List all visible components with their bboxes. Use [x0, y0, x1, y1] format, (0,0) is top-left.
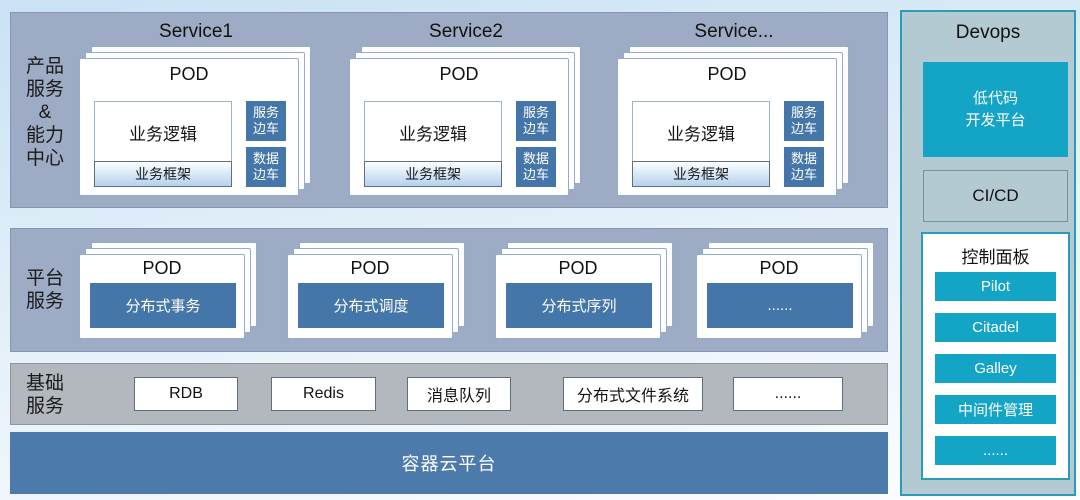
business-framework-label: 业务框架 [94, 161, 232, 187]
sidecar-label-line: 边车 [252, 167, 279, 182]
band1-label-line: 能力 [25, 125, 64, 146]
service-group-3: Service... POD 业务逻辑 业务框架 服务 边车 [617, 13, 851, 209]
cicd-box: CI/CD [923, 170, 1068, 222]
sidecar-label-line: 数据 [252, 151, 279, 166]
band2-label-line: 服务 [25, 291, 64, 312]
sidecar-label-line: 边车 [790, 167, 817, 182]
more-services-box: ...... [707, 283, 853, 328]
devops-panel: Devops 低代码 开发平台 CI/CD 控制面板 Pilot Citadel… [900, 10, 1076, 496]
rdb-box: RDB [134, 377, 238, 411]
business-logic-label: 业务逻辑 [667, 124, 735, 144]
business-framework-label: 业务框架 [632, 161, 770, 187]
more-basic-services-box: ...... [733, 377, 843, 411]
service-title: Service2 [429, 21, 503, 42]
service-title: Service1 [159, 21, 233, 42]
pod-card: POD 分布式事务 [79, 254, 245, 339]
band1-label-line: 中心 [25, 148, 64, 169]
platform-pod-stack: POD 分布式事务 [79, 242, 257, 339]
band1-label-line: 服务 [25, 79, 64, 100]
sidecar-label-line: 边车 [522, 167, 549, 182]
business-framework-label: 业务框架 [364, 161, 502, 187]
message-queue-box: 消息队列 [407, 377, 511, 411]
business-logic-box: 业务逻辑 业务框架 [632, 101, 770, 187]
service-sidecar-box: 服务 边车 [784, 101, 824, 141]
pod-label: POD [350, 258, 390, 278]
product-capability-band: 产品 服务 & 能力 中心 Service1 POD 业务逻辑 业务框架 [10, 12, 888, 208]
data-sidecar-box: 数据 边车 [784, 147, 824, 187]
container-cloud-platform-label: 容器云平台 [401, 454, 497, 474]
service-sidecar-box: 服务 边车 [516, 101, 556, 141]
band1-label-line: 产品 [25, 56, 64, 77]
band3-label-line: 基础 [25, 373, 64, 394]
basic-services-band-label: 基础 服务 [17, 372, 73, 418]
service-group-2: Service2 POD 业务逻辑 业务框架 服务 边车 [349, 13, 583, 209]
sidecar-label-line: 服务 [790, 105, 817, 120]
control-panel-item-pilot: Pilot [935, 272, 1056, 301]
platform-services-band-label: 平台 服务 [17, 267, 73, 313]
pod-label: POD [707, 64, 747, 84]
pod-card: POD 业务逻辑 业务框架 服务 边车 数据 边车 [349, 58, 569, 196]
sidecar-label-line: 服务 [252, 105, 279, 120]
data-sidecar-box: 数据 边车 [246, 147, 286, 187]
distributed-transaction-box: 分布式事务 [90, 283, 236, 328]
pod-card: POD 业务逻辑 业务框架 服务 边车 数据 边车 [79, 58, 299, 196]
pod-label: POD [439, 64, 479, 84]
pod-label: POD [169, 64, 209, 84]
control-panel-item-more: ...... [935, 436, 1056, 465]
business-logic-box: 业务逻辑 业务框架 [364, 101, 502, 187]
sidecar-column: 服务 边车 数据 边车 [784, 101, 824, 193]
platform-pod-stack: POD 分布式调度 [287, 242, 465, 339]
pod-card-stack: POD 业务逻辑 业务框架 服务 边车 数据 边车 [79, 46, 311, 196]
sidecar-label-line: 边车 [790, 121, 817, 136]
sidecar-label-line: 边车 [252, 121, 279, 136]
sidecar-label-line: 数据 [790, 151, 817, 166]
distributed-scheduler-box: 分布式调度 [298, 283, 444, 328]
sidecar-column: 服务 边车 数据 边车 [246, 101, 286, 193]
business-logic-label: 业务逻辑 [399, 124, 467, 144]
distributed-sequence-box: 分布式序列 [506, 283, 652, 328]
control-panel: 控制面板 Pilot Citadel Galley 中间件管理 ...... [921, 232, 1070, 480]
control-panel-item-galley: Galley [935, 354, 1056, 383]
redis-box: Redis [271, 377, 376, 411]
band2-label-line: 平台 [25, 268, 64, 289]
pod-card: POD 分布式序列 [495, 254, 661, 339]
pod-label: POD [759, 258, 799, 278]
band1-label-line: & [38, 102, 52, 123]
pod-card: POD 分布式调度 [287, 254, 453, 339]
basic-services-band: 基础 服务 RDB Redis 消息队列 分布式文件系统 ...... [10, 363, 888, 425]
pod-label: POD [558, 258, 598, 278]
band3-label-line: 服务 [25, 396, 64, 417]
platform-pod-stack: POD ...... [696, 242, 874, 339]
business-logic-label: 业务逻辑 [129, 124, 197, 144]
control-panel-item-citadel: Citadel [935, 313, 1056, 342]
sidecar-label-line: 数据 [522, 151, 549, 166]
service-title: Service... [694, 21, 774, 42]
low-code-label-line: 低代码 [972, 89, 1018, 107]
data-sidecar-box: 数据 边车 [516, 147, 556, 187]
pod-card: POD ...... [696, 254, 862, 339]
devops-title: Devops [955, 22, 1021, 43]
container-cloud-platform-band: 容器云平台 [10, 432, 888, 494]
distributed-file-system-box: 分布式文件系统 [563, 377, 703, 411]
pod-card-stack: POD 业务逻辑 业务框架 服务 边车 数据 边车 [349, 46, 581, 196]
pod-label: POD [142, 258, 182, 278]
control-panel-item-middleware: 中间件管理 [935, 395, 1056, 424]
low-code-label-line: 开发平台 [965, 111, 1026, 129]
low-code-platform-box: 低代码 开发平台 [923, 62, 1068, 157]
service-sidecar-box: 服务 边车 [246, 101, 286, 141]
platform-services-band: 平台 服务 POD 分布式事务 POD 分布式调度 POD 分布式序列 [10, 228, 888, 352]
product-capability-band-label: 产品 服务 & 能力 中心 [17, 55, 73, 170]
sidecar-label-line: 服务 [522, 105, 549, 120]
sidecar-label-line: 边车 [522, 121, 549, 136]
service-group-1: Service1 POD 业务逻辑 业务框架 服务 边车 [79, 13, 313, 209]
business-logic-box: 业务逻辑 业务框架 [94, 101, 232, 187]
control-panel-title: 控制面板 [961, 248, 1030, 267]
sidecar-column: 服务 边车 数据 边车 [516, 101, 556, 193]
platform-pod-stack: POD 分布式序列 [495, 242, 673, 339]
pod-card-stack: POD 业务逻辑 业务框架 服务 边车 数据 边车 [617, 46, 849, 196]
pod-card: POD 业务逻辑 业务框架 服务 边车 数据 边车 [617, 58, 837, 196]
